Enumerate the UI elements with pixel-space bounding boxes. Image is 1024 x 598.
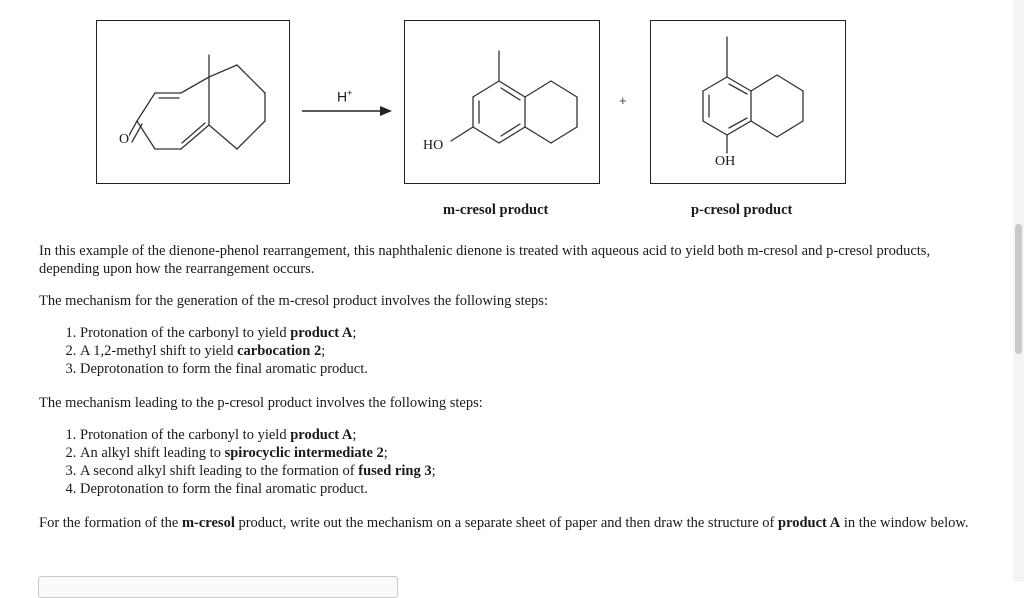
reactant-structure-box: O bbox=[96, 20, 290, 184]
plus-sign: + bbox=[619, 93, 627, 108]
intro-paragraph: In this example of the dienone-phenol re… bbox=[39, 243, 931, 277]
step-text: ; bbox=[352, 427, 357, 443]
instruction-paragraph: For the formation of the m-cresol produc… bbox=[39, 514, 979, 532]
meta-mechanism-heading: The mechanism for the generation of the … bbox=[39, 293, 548, 309]
vertical-scrollbar[interactable] bbox=[1013, 0, 1024, 582]
step-text: ; bbox=[352, 325, 357, 341]
instruction-text: For the formation of the bbox=[39, 515, 182, 531]
step-text: ; bbox=[383, 445, 388, 461]
meta-caption: m-cresol product bbox=[443, 202, 549, 218]
reaction-arrow bbox=[302, 106, 392, 116]
meta-mechanism-steps: Protonation of the carbonyl to yield pro… bbox=[39, 324, 979, 378]
question-text: In this example of the dienone-phenol re… bbox=[39, 242, 979, 532]
step-text: ; bbox=[431, 463, 436, 479]
step-text: A 1,2-methyl shift to yield bbox=[80, 343, 238, 359]
instruction-text: in the window below. bbox=[840, 515, 969, 531]
step-text: Deprotonation to form the final aromatic… bbox=[80, 481, 368, 497]
step-bold: spirocyclic intermediate 2 bbox=[224, 445, 384, 461]
step-bold: product A bbox=[290, 325, 353, 341]
list-item: An alkyl shift leading to spirocyclic in… bbox=[80, 444, 979, 462]
step-text: A second alkyl shift leading to the form… bbox=[80, 463, 359, 479]
step-text: Protonation of the carbonyl to yield bbox=[80, 325, 291, 341]
instruction-text: product, write out the mechanism on a se… bbox=[234, 515, 778, 531]
step-text: Protonation of the carbonyl to yield bbox=[80, 427, 291, 443]
meta-product-structure-box: HO bbox=[404, 20, 600, 184]
list-item: Protonation of the carbonyl to yield pro… bbox=[80, 426, 979, 444]
step-text: Deprotonation to form the final aromatic… bbox=[80, 361, 368, 377]
para-product-structure-box: OH bbox=[650, 20, 846, 184]
step-text: An alkyl shift leading to bbox=[80, 445, 225, 461]
list-item: A second alkyl shift leading to the form… bbox=[80, 462, 979, 480]
reagent-charge: + bbox=[347, 88, 353, 98]
instruction-bold: product A bbox=[778, 515, 841, 531]
para-mechanism-heading: The mechanism leading to the p-cresol pr… bbox=[39, 395, 483, 411]
hydroxyl-label: HO bbox=[423, 138, 444, 153]
para-caption: p-cresol product bbox=[691, 202, 793, 218]
list-item: Deprotonation to form the final aromatic… bbox=[80, 360, 979, 378]
step-text: ; bbox=[321, 343, 326, 359]
list-item: Deprotonation to form the final aromatic… bbox=[80, 480, 979, 498]
step-bold: fused ring 3 bbox=[358, 463, 432, 479]
step-bold: product A bbox=[290, 427, 353, 443]
list-item: A 1,2-methyl shift to yield carbocation … bbox=[80, 342, 979, 360]
para-mechanism-steps: Protonation of the carbonyl to yield pro… bbox=[39, 426, 979, 498]
list-item: Protonation of the carbonyl to yield pro… bbox=[80, 324, 979, 342]
dienone-structure bbox=[126, 54, 266, 150]
drawing-window[interactable] bbox=[38, 576, 398, 598]
acid-reagent: H+ bbox=[337, 88, 352, 105]
hydroxyl-label: OH bbox=[715, 154, 736, 169]
scrollbar-thumb[interactable] bbox=[1015, 224, 1022, 354]
step-bold: carbocation 2 bbox=[237, 343, 322, 359]
reagent-label: H bbox=[337, 88, 348, 105]
meta-cresol-structure bbox=[450, 50, 578, 144]
para-cresol-structure bbox=[702, 36, 804, 154]
reaction-scheme: O H+ HO + bbox=[0, 0, 1024, 225]
instruction-bold: m-cresol bbox=[181, 515, 235, 531]
oxygen-label: O bbox=[119, 132, 130, 147]
